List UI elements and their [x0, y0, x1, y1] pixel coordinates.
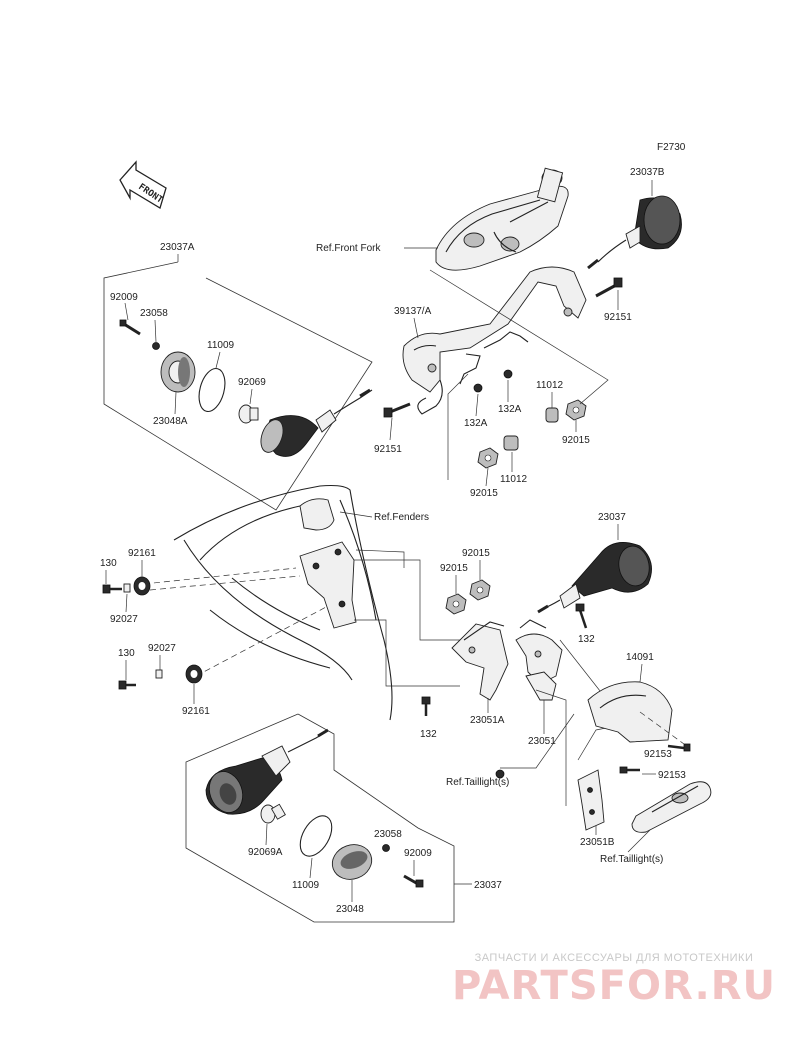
turn-signal-rear-left	[205, 728, 329, 815]
label-92069A: 92069A	[248, 847, 283, 858]
label-23037A: 23037A	[160, 242, 195, 253]
nut-92015-3	[445, 593, 467, 615]
label-92015-1: 92015	[562, 435, 590, 446]
headlight-bracket-39137A	[402, 266, 587, 415]
label-92027-1: 92027	[110, 614, 138, 625]
ref-fenders: Ref.Fenders	[374, 512, 429, 523]
nut-92015-2	[477, 447, 499, 469]
ref-front-fork: Ref.Front Fork	[316, 243, 381, 254]
label-92009-top: 92009	[110, 292, 138, 303]
nut-132A-1	[473, 383, 483, 393]
collar-11012-1	[545, 407, 559, 423]
label-132-2: 132	[420, 729, 437, 740]
bolt-92151-right	[595, 277, 623, 298]
label-92153-2: 92153	[658, 770, 686, 781]
washer-23058-top	[152, 342, 160, 350]
label-23037-bottom: 23037	[474, 880, 502, 891]
washer-23058-bottom	[382, 844, 390, 852]
rear-signal-bracket-23051	[515, 619, 563, 701]
gasket-ring-11009-top	[198, 367, 226, 413]
label-92153-1: 92153	[644, 749, 672, 760]
license-light-assembly	[631, 781, 712, 833]
diagram-code: F2730	[657, 142, 686, 153]
label-23058-bottom: 23058	[374, 829, 402, 840]
bulb-92069	[238, 404, 259, 424]
label-11009-bottom: 11009	[292, 880, 320, 891]
bolt-130-1	[102, 584, 122, 594]
label-23048: 23048	[336, 904, 364, 915]
screw-92153-1	[667, 743, 691, 752]
label-23051A: 23051A	[470, 715, 505, 726]
label-132A-2: 132A	[498, 404, 522, 415]
label-23037-top: 23037	[598, 512, 626, 523]
lens-23048	[331, 844, 373, 880]
nut-132A-2	[503, 369, 513, 379]
label-92009-bottom: 92009	[404, 848, 432, 859]
label-14091: 14091	[626, 652, 654, 663]
ref-taillights-1: Ref.Taillight(s)	[446, 777, 509, 788]
label-11009-top: 11009	[207, 340, 235, 351]
watermark-tagline: ЗАПЧАСТИ И АКСЕССУАРЫ ДЛЯ МОТОТЕХНИКИ	[474, 952, 754, 964]
label-23051: 23051	[528, 736, 556, 747]
screw-92153-2	[619, 766, 640, 774]
grommet-92161-2	[185, 664, 203, 684]
screw-92009-top	[119, 319, 141, 336]
group-box-23037A	[103, 254, 373, 511]
nut-92015-4	[469, 579, 491, 601]
label-39137A: 39137/A	[394, 306, 432, 317]
label-23051B: 23051B	[580, 837, 615, 848]
label-23037B: 23037B	[630, 167, 665, 178]
label-130-2: 130	[118, 648, 135, 659]
label-92015-2: 92015	[470, 488, 498, 499]
fender-mount-plate	[299, 541, 357, 629]
bulb-92069A	[260, 803, 286, 824]
turn-signal-front-left	[260, 388, 373, 457]
label-92161-1: 92161	[128, 548, 156, 559]
front-fork-bracket	[435, 167, 569, 271]
bolt-92151-left	[383, 402, 411, 418]
label-92151-right: 92151	[604, 312, 632, 323]
label-130-1: 130	[100, 558, 117, 569]
label-92069: 92069	[238, 377, 266, 388]
nut-92015-1	[565, 399, 587, 421]
bolt-130-2	[118, 680, 136, 690]
label-132-1: 132	[578, 634, 595, 645]
ref-taillights-2: Ref.Taillight(s)	[600, 854, 663, 865]
nut-taillight-ref	[495, 769, 505, 779]
watermark-logo: PARTSFOR.RU	[451, 963, 776, 1009]
lens-ring-23048A	[160, 351, 196, 393]
turn-signal-front-right	[587, 195, 682, 270]
front-direction-arrow-icon: FRONT	[119, 160, 167, 209]
label-92027-2: 92027	[148, 643, 176, 654]
label-23048A: 23048A	[153, 416, 188, 427]
watermark: ЗАПЧАСТИ И АКСЕССУАРЫ ДЛЯ МОТОТЕХНИКИ PA…	[452, 952, 776, 1008]
rear-fender	[173, 484, 393, 721]
label-23058-top: 23058	[140, 308, 168, 319]
turn-signal-rear-right	[537, 542, 652, 614]
gasket-ring-11009-bottom	[299, 815, 333, 857]
label-92151-left: 92151	[374, 444, 402, 455]
label-92015-3: 92015	[440, 563, 468, 574]
label-11012-1: 11012	[536, 380, 564, 391]
grommet-92161-1	[133, 576, 151, 596]
screw-92009-bottom	[403, 874, 424, 888]
collar-92027-2	[155, 669, 163, 679]
bolt-132-1	[575, 603, 588, 629]
label-92161-2: 92161	[182, 706, 210, 717]
collar-92027-1	[123, 583, 131, 593]
rear-signal-bracket-23051A	[451, 621, 509, 701]
collar-11012-2	[503, 435, 519, 451]
label-132A-1: 132A	[464, 418, 488, 429]
label-92015-4: 92015	[462, 548, 490, 559]
bolt-132-2	[421, 696, 431, 716]
plate-bracket-23051B	[577, 769, 605, 831]
label-11012-2: 11012	[500, 474, 528, 485]
license-cover-14091	[587, 681, 673, 743]
